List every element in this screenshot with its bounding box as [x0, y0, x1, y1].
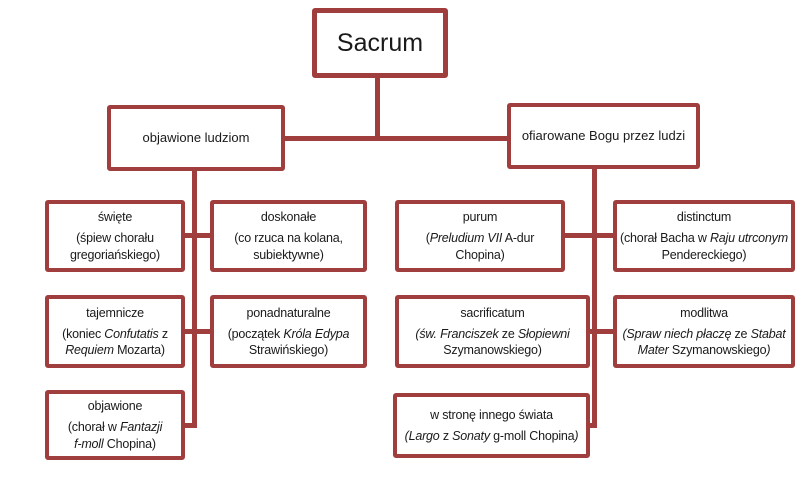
- node-sacrum: Sacrum: [312, 8, 448, 78]
- node-objawione-ludziom: objawione ludziom: [107, 105, 285, 171]
- connector-root-vertical: [375, 76, 380, 141]
- node-objawione-ludziom-label: objawione ludziom: [142, 129, 250, 145]
- node-sacrum-label: Sacrum: [336, 28, 424, 57]
- node-tajemnicze: tajemnicze (koniec Confutatis z Requiem …: [45, 295, 185, 368]
- node-objawione: objawione (chorał w Fantazji f-moll Chop…: [45, 390, 185, 460]
- connector-stub-right-row2: [588, 329, 615, 334]
- node-ofiarowane-bogu-label: ofiarowane Bogu przez ludzi: [521, 127, 686, 143]
- node-tajemnicze-title: tajemnicze: [86, 305, 144, 320]
- connector-stub-left-row1: [183, 233, 212, 238]
- node-objawione-title: objawione: [87, 399, 143, 414]
- node-sacrificatum: sacrificatum (św. Franciszek ze Słopiewn…: [395, 295, 590, 368]
- node-sacrificatum-title: sacrificatum: [460, 305, 525, 320]
- node-doskonale-subtitle: (co rzuca na kolana, subiektywne): [234, 231, 343, 262]
- connector-stub-right-row3: [586, 423, 597, 428]
- node-ponadnaturalne-title: ponadnaturalne: [246, 305, 331, 320]
- node-ofiarowane-bogu: ofiarowane Bogu przez ludzi: [507, 103, 700, 169]
- node-w-strone-innego-swiata: w stronę innego świata (Largo z Sonaty g…: [393, 393, 590, 458]
- node-modlitwa-title: modlitwa: [680, 305, 728, 320]
- node-distinctum-title: distinctum: [676, 210, 732, 225]
- node-ponadnaturalne: ponadnaturalne (początek Króla Edypa Str…: [210, 295, 367, 368]
- connector-stub-right-row1: [563, 233, 615, 238]
- connector-trunk-right: [592, 168, 597, 428]
- node-swiete-title: święte: [97, 210, 133, 225]
- node-purum-subtitle: (Preludium VII A-dur Chopina): [425, 231, 535, 262]
- node-distinctum: distinctum (chorał Bacha w Raju utrconym…: [613, 200, 795, 272]
- node-modlitwa: modlitwa (Spraw niech płaczę ze Stabat M…: [613, 295, 795, 368]
- node-purum: purum (Preludium VII A-dur Chopina): [395, 200, 565, 272]
- node-modlitwa-subtitle: (Spraw niech płaczę ze Stabat Mater Szym…: [622, 326, 786, 358]
- node-sacrificatum-subtitle: (św. Franciszek ze Słopiewni Szymanowski…: [415, 326, 570, 358]
- node-distinctum-subtitle: (chorał Bacha w Raju utrconym Penderecki…: [620, 231, 788, 262]
- node-doskonale: doskonałe (co rzuca na kolana, subiektyw…: [210, 200, 367, 272]
- node-purum-title: purum: [462, 210, 498, 225]
- node-w-strone-innego-swiata-title: w stronę innego świata: [430, 407, 553, 422]
- connector-root-horizontal: [285, 136, 507, 141]
- node-swiete: święte (śpiew chorału gregoriańskiego): [45, 200, 185, 272]
- connector-trunk-left: [192, 170, 197, 428]
- connector-stub-left-row3: [183, 423, 194, 428]
- node-ponadnaturalne-subtitle: (początek Króla Edypa Strawińskiego): [227, 326, 350, 358]
- node-w-strone-innego-swiata-subtitle: (Largo z Sonaty g-moll Chopina): [404, 429, 579, 443]
- connector-stub-left-row2: [183, 329, 212, 334]
- node-objawione-subtitle: (chorał w Fantazji f-moll Chopina): [67, 420, 163, 451]
- node-tajemnicze-subtitle: (koniec Confutatis z Requiem Mozarta): [62, 326, 168, 358]
- node-swiete-subtitle: (śpiew chorału gregoriańskiego): [70, 231, 160, 262]
- node-doskonale-title: doskonałe: [260, 210, 317, 225]
